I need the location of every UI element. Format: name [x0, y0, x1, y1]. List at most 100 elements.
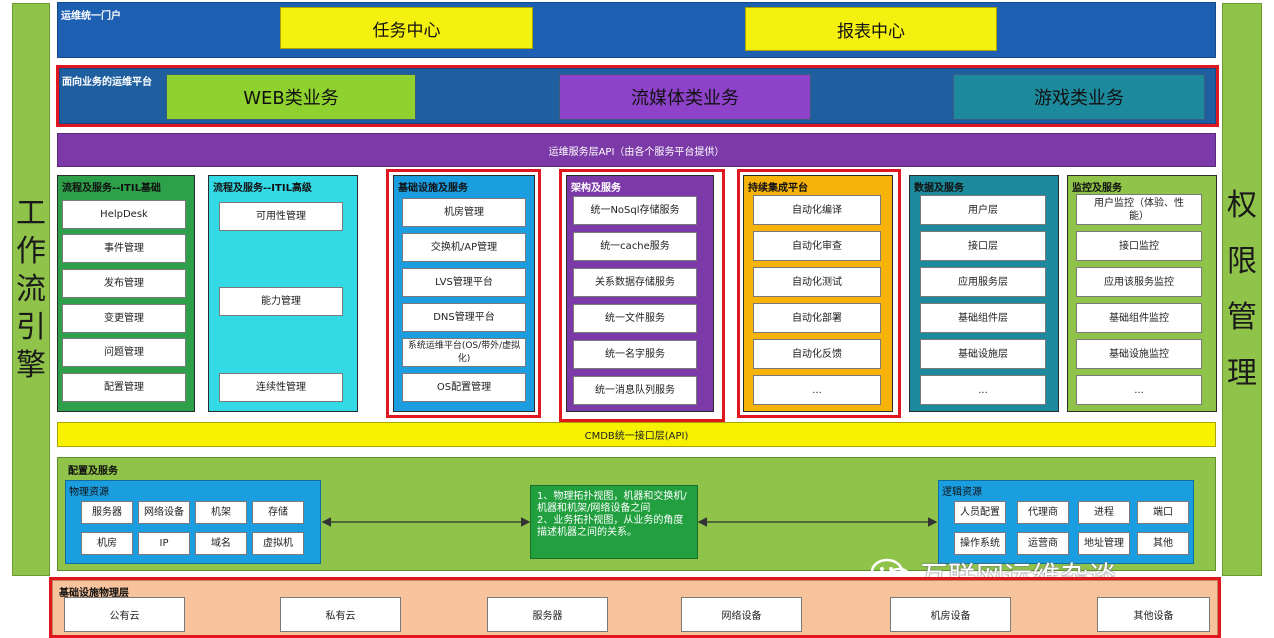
logical-resource-panel: 逻辑资源 人员配置 代理商 进程 端口 操作系统 运营商 地址管理 其他	[938, 480, 1194, 564]
naming-service-box[interactable]: 统一名字服务	[573, 340, 697, 369]
physical-resource-title: 物理资源	[69, 487, 109, 498]
monitoring-service-column: 监控及服务 用户监控（体验、性能） 接口监控 应用该服务监控 基础组件监控 基础…	[1067, 175, 1217, 412]
dns-platform-box[interactable]: DNS管理平台	[402, 303, 526, 332]
release-management-box[interactable]: 发布管理	[62, 269, 186, 298]
auto-deploy-box[interactable]: 自动化部署	[753, 303, 881, 333]
system-ops-platform-box[interactable]: 系统运维平台(OS/带外/虚拟化)	[402, 338, 526, 367]
process-resource[interactable]: 进程	[1078, 501, 1130, 524]
agent-resource[interactable]: 代理商	[1017, 501, 1069, 524]
configuration-management-box[interactable]: 配置管理	[62, 373, 186, 402]
file-service-box[interactable]: 统一文件服务	[573, 304, 697, 333]
sidebar-char: 限	[1227, 243, 1257, 279]
architecture-service-title: 架构及服务	[571, 183, 621, 194]
itil-basic-column: 流程及服务--ITIL基础 HelpDesk 事件管理 发布管理 变更管理 问题…	[57, 175, 195, 412]
other-resource[interactable]: 其他	[1137, 532, 1189, 555]
capacity-management-box[interactable]: 能力管理	[219, 287, 343, 316]
carrier-resource[interactable]: 运营商	[1017, 532, 1069, 555]
sidebar-char: 作	[16, 233, 46, 269]
interface-layer-box[interactable]: 接口层	[920, 231, 1046, 261]
data-service-title: 数据及服务	[914, 183, 964, 194]
ci-highlight-frame	[737, 169, 901, 418]
change-management-box[interactable]: 变更管理	[62, 304, 186, 333]
report-center-button[interactable]: 报表中心	[745, 7, 997, 51]
cmdb-api-layer: CMDB统一接口层(API)	[57, 422, 1216, 447]
auto-test-box[interactable]: 自动化测试	[753, 267, 881, 297]
helpdesk-box[interactable]: HelpDesk	[62, 200, 186, 229]
auto-review-box[interactable]: 自动化审查	[753, 231, 881, 261]
config-service-title: 配置及服务	[68, 466, 118, 477]
lvs-platform-box[interactable]: LVS管理平台	[402, 268, 526, 297]
monitoring-more-box[interactable]: ...	[1076, 375, 1202, 405]
server-box[interactable]: 服务器	[487, 597, 608, 632]
datacenter-resource[interactable]: 机房	[81, 532, 133, 555]
infra-physical-layer: 基础设施物理层 公有云 私有云 服务器 网络设备 机房设备 其他设备	[52, 580, 1218, 636]
data-more-box[interactable]: ...	[920, 375, 1046, 405]
ci-platform-column: 持续集成平台 自动化编译 自动化审查 自动化测试 自动化部署 自动化反馈 ...	[743, 175, 893, 412]
sidebar-char: 权	[1227, 187, 1257, 223]
vm-resource[interactable]: 虚拟机	[252, 532, 304, 555]
sidebar-char: 工	[16, 195, 46, 231]
message-queue-box[interactable]: 统一消息队列服务	[573, 376, 697, 405]
app-service-layer-box[interactable]: 应用服务层	[920, 267, 1046, 297]
incident-management-box[interactable]: 事件管理	[62, 234, 186, 263]
rack-resource[interactable]: 机架	[195, 501, 247, 524]
interface-monitoring-box[interactable]: 接口监控	[1076, 231, 1202, 261]
game-business-button[interactable]: 游戏类业务	[953, 74, 1205, 120]
nosql-storage-box[interactable]: 统一NoSql存储服务	[573, 196, 697, 225]
private-cloud-box[interactable]: 私有云	[280, 597, 401, 632]
component-monitoring-box[interactable]: 基础组件监控	[1076, 303, 1202, 333]
storage-resource[interactable]: 存储	[252, 501, 304, 524]
switch-ap-management-box[interactable]: 交换机/AP管理	[402, 233, 526, 262]
permission-management-sidebar: 权 限 管 理	[1222, 3, 1262, 576]
domain-resource[interactable]: 域名	[195, 532, 247, 555]
other-device-box[interactable]: 其他设备	[1097, 597, 1210, 632]
topology-note: 1、物理拓扑视图，机器和交换机/机器和机架/网络设备之间 2、业务拓扑视图，从业…	[530, 485, 698, 559]
service-api-layer: 运维服务层API（由各个服务平台提供）	[57, 133, 1216, 167]
server-resource[interactable]: 服务器	[81, 501, 133, 524]
os-config-management-box[interactable]: OS配置管理	[402, 373, 526, 402]
logical-resource-title: 逻辑资源	[942, 487, 982, 498]
public-cloud-box[interactable]: 公有云	[64, 597, 185, 632]
network-device-box[interactable]: 网络设备	[681, 597, 802, 632]
ci-more-box[interactable]: ...	[753, 375, 881, 405]
infrastructure-monitoring-box[interactable]: 基础设施监控	[1076, 339, 1202, 369]
business-highlight-frame	[56, 65, 1219, 127]
web-business-button[interactable]: WEB类业务	[166, 74, 416, 120]
auto-feedback-box[interactable]: 自动化反馈	[753, 339, 881, 369]
infra-physical-title: 基础设施物理层	[59, 588, 129, 599]
physical-resource-panel: 物理资源 服务器 网络设备 机架 存储 机房 IP 域名 虚拟机	[65, 480, 321, 564]
streaming-business-button[interactable]: 流媒体类业务	[559, 74, 811, 120]
component-layer-box[interactable]: 基础组件层	[920, 303, 1046, 333]
sidebar-char: 流	[16, 271, 46, 307]
itil-basic-title: 流程及服务--ITIL基础	[62, 183, 161, 194]
app-service-monitoring-box[interactable]: 应用该服务监控	[1076, 267, 1202, 297]
ip-resource[interactable]: IP	[138, 532, 190, 555]
datacenter-device-box[interactable]: 机房设备	[890, 597, 1011, 632]
datacenter-management-box[interactable]: 机房管理	[402, 198, 526, 227]
task-center-button[interactable]: 任务中心	[280, 7, 533, 49]
user-monitoring-box[interactable]: 用户监控（体验、性能）	[1076, 194, 1202, 225]
auto-compile-box[interactable]: 自动化编译	[753, 195, 881, 225]
architecture-highlight-frame	[559, 169, 725, 422]
infra-service-highlight-frame	[386, 169, 541, 418]
workflow-engine-sidebar: 工 作 流 引 擎	[12, 3, 50, 576]
user-layer-box[interactable]: 用户层	[920, 195, 1046, 225]
continuity-management-box[interactable]: 连续性管理	[219, 373, 343, 402]
sidebar-char: 引	[16, 309, 46, 345]
relational-storage-box[interactable]: 关系数据存储服务	[573, 268, 697, 297]
infrastructure-layer-box[interactable]: 基础设施层	[920, 339, 1046, 369]
cache-service-box[interactable]: 统一cache服务	[573, 232, 697, 261]
topology-note-line-2: 2、业务拓扑视图，从业务的角度描述机器之间的关系。	[537, 515, 684, 538]
architecture-service-column: 架构及服务 统一NoSql存储服务 统一cache服务 关系数据存储服务 统一文…	[566, 175, 714, 412]
address-management-resource[interactable]: 地址管理	[1078, 532, 1130, 555]
os-resource[interactable]: 操作系统	[954, 532, 1006, 555]
port-resource[interactable]: 端口	[1137, 501, 1189, 524]
sidebar-char: 管	[1227, 299, 1257, 335]
infra-highlight-frame	[49, 577, 1221, 638]
availability-management-box[interactable]: 可用性管理	[219, 202, 343, 231]
network-device-resource[interactable]: 网络设备	[138, 501, 190, 524]
personnel-config-resource[interactable]: 人员配置	[954, 501, 1006, 524]
problem-management-box[interactable]: 问题管理	[62, 338, 186, 367]
sidebar-char: 理	[1227, 355, 1257, 391]
portal-title: 运维统一门户	[61, 11, 121, 22]
